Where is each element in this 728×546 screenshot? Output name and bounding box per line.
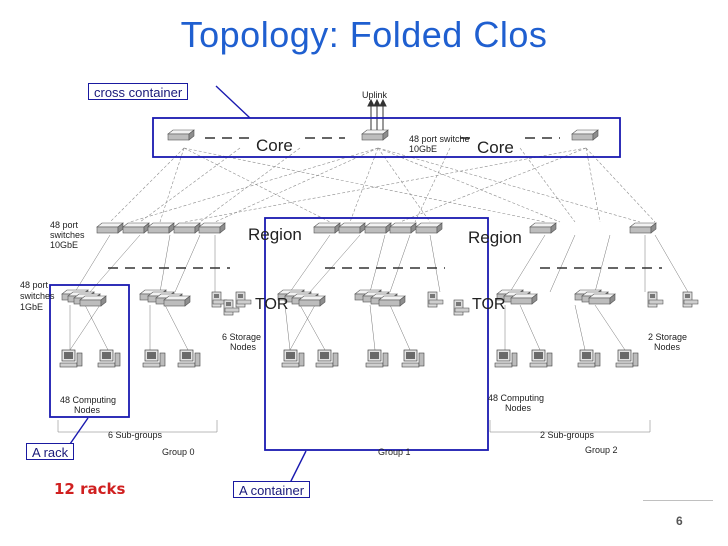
page-number: 6: [676, 514, 683, 528]
tor-spec-1: 48 port: [20, 280, 49, 290]
group2-label: Group 2: [585, 445, 618, 455]
core-label-right: Core: [477, 138, 514, 157]
callout-leaders: [69, 85, 307, 484]
compute-g2-2: Nodes: [505, 403, 532, 413]
tor-switches: [61, 289, 616, 307]
container-box: [264, 217, 489, 451]
core-label-left: Core: [256, 136, 293, 155]
group0-label: Group 0: [162, 447, 195, 457]
core-switch-spec-2: 10GbE: [409, 144, 437, 154]
agg-spec-1: 48 port: [50, 220, 79, 230]
cross-container-callout: cross container: [88, 83, 189, 100]
subgroups-g0: 6 Sub-groups: [108, 430, 163, 440]
page-number-divider: [643, 500, 713, 501]
rack-links: [57, 234, 689, 433]
diagram-labels: Uplink Core Core 48 port switche 10GbE R…: [20, 90, 687, 457]
compute-g0-1: 48 Computing: [60, 395, 116, 405]
agg-spec-2: switches: [50, 230, 85, 240]
agg-spec-3: 10GbE: [50, 240, 78, 250]
compute-nodes: [59, 349, 639, 368]
storage-g0-1: 6 Storage: [222, 332, 261, 342]
storage-g0-2: Nodes: [230, 342, 257, 352]
uplink-label: Uplink: [362, 90, 388, 100]
slide-title: Topology: Folded Clos: [180, 14, 548, 55]
a-rack-callout: A rack: [26, 443, 75, 460]
tor-spec-2: switches: [20, 291, 55, 301]
compute-g2-1: 48 Computing: [488, 393, 544, 403]
connection-lines: [109, 147, 656, 223]
rack-box: [49, 284, 130, 418]
cross-container-box: [152, 117, 621, 158]
region-label-left: Region: [248, 225, 302, 244]
core-switch-spec-1: 48 port switche: [409, 134, 470, 144]
group1-label: Group 1: [378, 447, 411, 457]
dash-separators: [108, 137, 662, 269]
highlight-boxes: [49, 117, 621, 451]
storage-g2-1: 2 Storage: [648, 332, 687, 342]
tor-spec-3: 1GbE: [20, 302, 43, 312]
uplink-arrows: [367, 98, 387, 130]
storage-g2-2: Nodes: [654, 342, 681, 352]
a-container-callout: A container: [233, 481, 311, 498]
region-switches: [96, 222, 657, 234]
racks-count-label: 12 racks: [54, 480, 126, 498]
region-label-right: Region: [468, 228, 522, 247]
tor-label-left: TOR: [255, 296, 288, 313]
compute-g0-2: Nodes: [74, 405, 101, 415]
tor-label-right: TOR: [472, 296, 505, 313]
subgroups-g2: 2 Sub-groups: [540, 430, 595, 440]
